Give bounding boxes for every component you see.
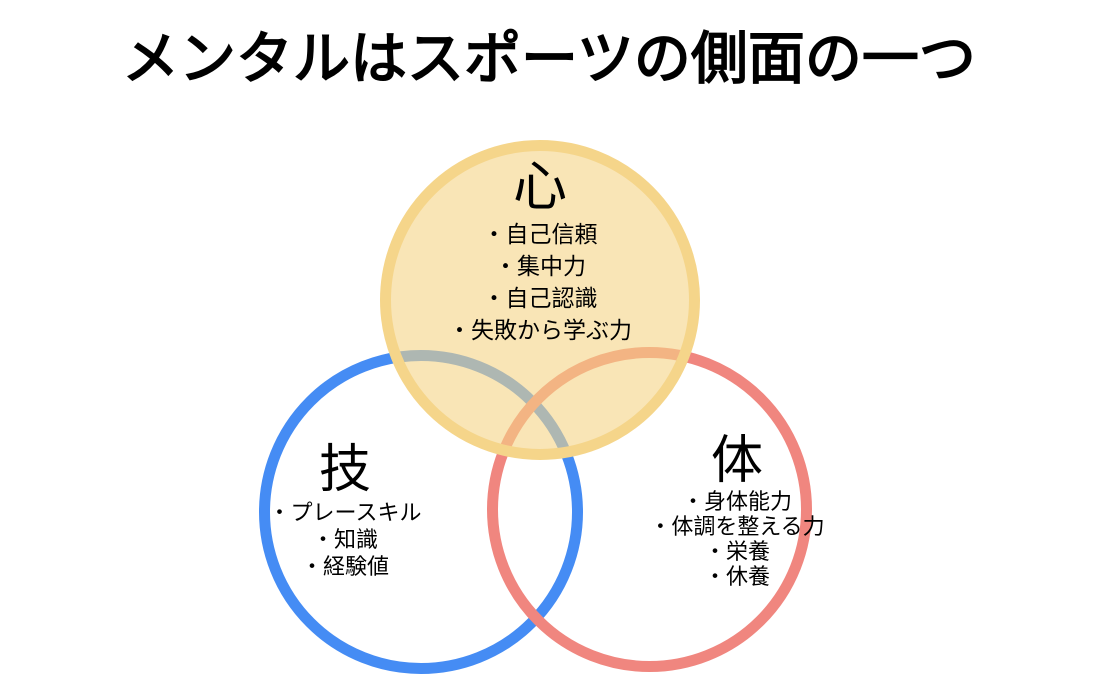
body-text-block: 体 ・身体能力 ・体調を整える力 ・栄養 ・休養 xyxy=(592,432,882,590)
page-title: メンタルはスポーツの側面の一つ xyxy=(122,26,976,92)
skill-text-block: 技 ・プレースキル ・知識 ・経験値 xyxy=(210,440,480,581)
body-item: ・体調を整える力 xyxy=(649,515,825,540)
skill-label: 技 xyxy=(318,440,371,500)
body-item: ・休養 xyxy=(703,565,770,590)
skill-item: ・経験値 xyxy=(300,555,389,580)
body-item: ・栄養 xyxy=(703,540,770,565)
mind-circle xyxy=(380,140,700,460)
mind-item: ・失敗から学ぶ力 xyxy=(448,318,632,344)
mind-label: 心 xyxy=(513,155,567,218)
body-item: ・身体能力 xyxy=(681,490,792,515)
mind-item: ・集中力 xyxy=(494,254,586,280)
skill-item: ・知識 xyxy=(311,528,378,553)
skill-item: ・プレースキル xyxy=(268,501,422,526)
body-label: 体 xyxy=(710,431,763,491)
mind-text-block: 心 ・自己信頼 ・集中力 ・自己認識 ・失敗から学ぶ力 xyxy=(380,155,700,347)
mind-item: ・自己認識 xyxy=(482,286,598,312)
mind-item: ・自己信頼 xyxy=(482,222,598,248)
